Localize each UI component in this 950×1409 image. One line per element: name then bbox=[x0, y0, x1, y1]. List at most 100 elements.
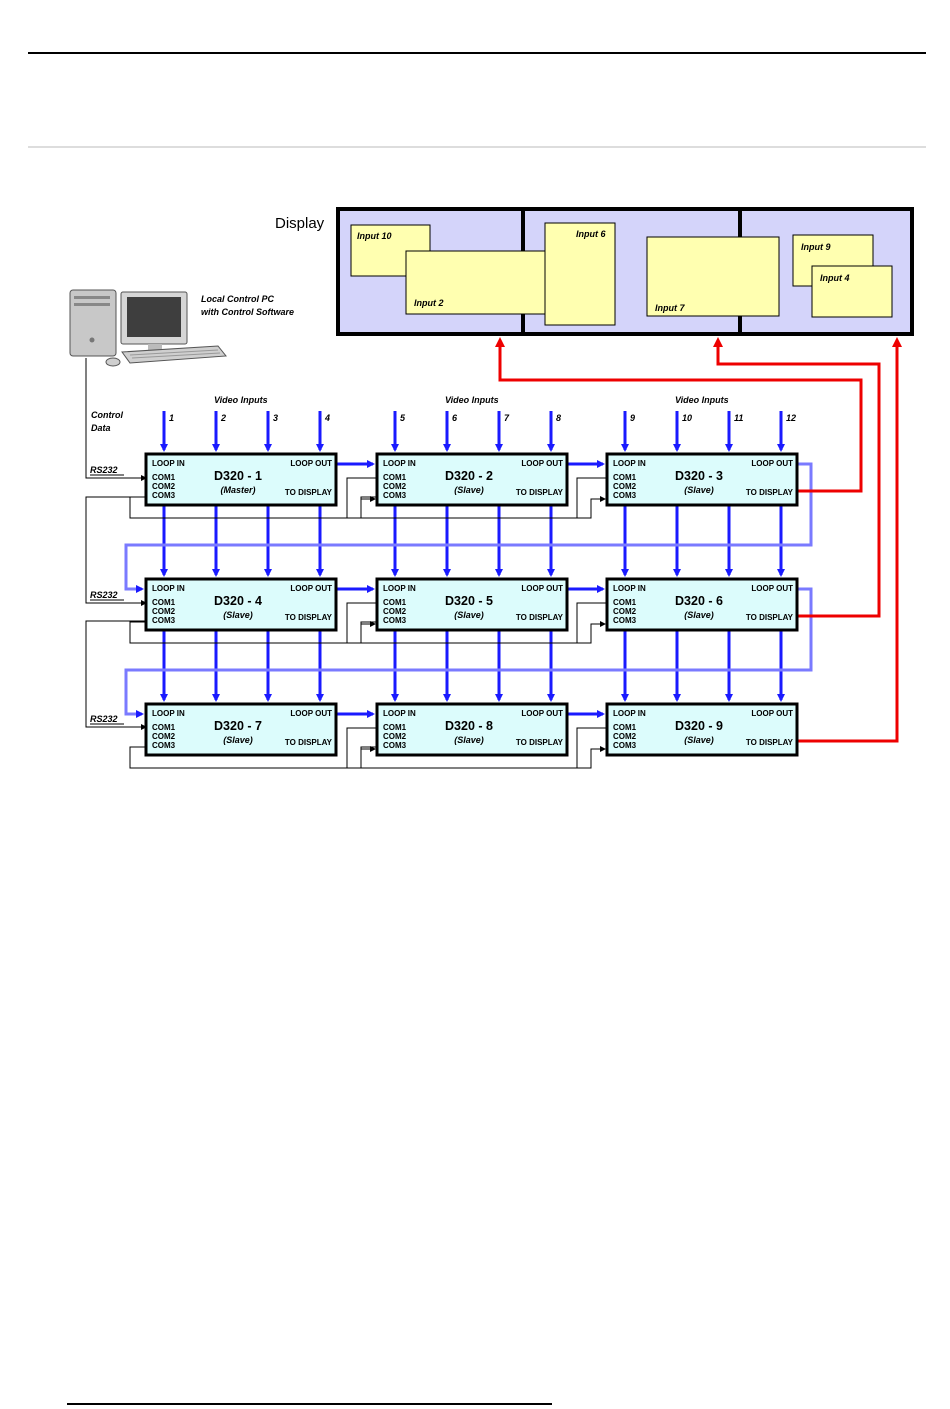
com-chain-link bbox=[576, 602, 607, 643]
loop-out-label: LOOP OUT bbox=[290, 459, 332, 468]
to-display-label: TO DISPLAY bbox=[516, 488, 564, 497]
rs232-cable-1-4 bbox=[85, 496, 147, 606]
loop-in-label: LOOP IN bbox=[613, 709, 646, 718]
com2-label: COM2 bbox=[152, 482, 176, 491]
com1-label: COM1 bbox=[383, 473, 407, 482]
com-chain-link bbox=[360, 746, 606, 769]
row-wrap-loop-link bbox=[124, 587, 813, 718]
loop-in-label: LOOP IN bbox=[613, 584, 646, 593]
com-chain-link bbox=[346, 727, 377, 768]
loop-in-label: LOOP IN bbox=[383, 459, 416, 468]
loop-out-label: LOOP OUT bbox=[290, 584, 332, 593]
com2-label: COM2 bbox=[613, 732, 637, 741]
control-data-line1: Control bbox=[91, 410, 123, 420]
com-chain-link bbox=[346, 602, 377, 643]
com3-label: COM3 bbox=[613, 616, 637, 625]
window-input-4 bbox=[811, 265, 893, 318]
rs232-label: RS232 bbox=[90, 465, 118, 475]
video-input-number: 10 bbox=[682, 413, 692, 423]
unit-box bbox=[605, 577, 799, 632]
com3-label: COM3 bbox=[613, 741, 637, 750]
window-input-7 bbox=[646, 236, 780, 317]
com2-label: COM2 bbox=[383, 607, 407, 616]
com-chain-link bbox=[576, 727, 607, 768]
window-input-6 bbox=[544, 222, 616, 326]
com2-label: COM2 bbox=[613, 482, 637, 491]
com1-label: COM1 bbox=[152, 598, 176, 607]
com1-label: COM1 bbox=[383, 598, 407, 607]
video-input-number: 3 bbox=[273, 413, 278, 423]
com1-label: COM1 bbox=[152, 473, 176, 482]
com2-label: COM2 bbox=[613, 607, 637, 616]
to-display-label: TO DISPLAY bbox=[746, 738, 794, 747]
com-chain-link bbox=[346, 477, 377, 518]
com3-label: COM3 bbox=[152, 616, 176, 625]
com-chain-link bbox=[360, 496, 606, 519]
video-inputs-label: Video Inputs bbox=[214, 395, 268, 405]
com1-label: COM1 bbox=[383, 723, 407, 732]
com-chain-link bbox=[576, 477, 607, 518]
video-input-number: 1 bbox=[169, 413, 174, 423]
unit-role: (Slave) bbox=[454, 485, 484, 495]
unit-name: D320 - 2 bbox=[445, 469, 493, 483]
unit-role: (Slave) bbox=[223, 735, 253, 745]
unit-box bbox=[605, 452, 799, 507]
com1-label: COM1 bbox=[613, 723, 637, 732]
loop-in-label: LOOP IN bbox=[152, 709, 185, 718]
unit-name: D320 - 9 bbox=[675, 719, 723, 733]
unit-name: D320 - 1 bbox=[214, 469, 262, 483]
loop-out-label: LOOP OUT bbox=[751, 709, 793, 718]
rs232-cable-pc bbox=[85, 358, 147, 481]
video-input-number: 7 bbox=[504, 413, 510, 423]
to-display-label: TO DISPLAY bbox=[516, 738, 564, 747]
unit-role: (Slave) bbox=[223, 610, 253, 620]
display-wall: Display Input 10 Input 2 Input 6 Input 7… bbox=[275, 207, 914, 336]
video-inputs-label: Video Inputs bbox=[675, 395, 729, 405]
display-feed-link bbox=[495, 337, 863, 493]
window-input-6-label: Input 6 bbox=[576, 229, 606, 239]
com3-label: COM3 bbox=[613, 491, 637, 500]
display-feed-link bbox=[713, 337, 881, 618]
com3-label: COM3 bbox=[383, 741, 407, 750]
com1-label: COM1 bbox=[152, 723, 176, 732]
unit-role: (Slave) bbox=[684, 735, 714, 745]
com1-label: COM1 bbox=[613, 598, 637, 607]
com2-label: COM2 bbox=[152, 607, 176, 616]
video-input-number: 8 bbox=[556, 413, 561, 423]
loop-in-label: LOOP IN bbox=[613, 459, 646, 468]
com-chain-link bbox=[129, 746, 376, 769]
unit-role: (Slave) bbox=[684, 485, 714, 495]
com2-label: COM2 bbox=[383, 732, 407, 741]
row-wrap-loop-link bbox=[124, 462, 813, 593]
rs232-cable-4-7 bbox=[85, 620, 147, 730]
com1-label: COM1 bbox=[613, 473, 637, 482]
loop-out-label: LOOP OUT bbox=[521, 459, 563, 468]
unit-name: D320 - 3 bbox=[675, 469, 723, 483]
window-input-10-label: Input 10 bbox=[357, 231, 392, 241]
com3-label: COM3 bbox=[383, 491, 407, 500]
loop-out-label: LOOP OUT bbox=[751, 584, 793, 593]
to-display-label: TO DISPLAY bbox=[746, 488, 794, 497]
com3-label: COM3 bbox=[152, 741, 176, 750]
unit-box bbox=[375, 702, 569, 757]
com2-label: COM2 bbox=[152, 732, 176, 741]
to-display-label: TO DISPLAY bbox=[285, 488, 333, 497]
loop-in-label: LOOP IN bbox=[152, 459, 185, 468]
loop-in-label: LOOP IN bbox=[152, 584, 185, 593]
video-input-number: 11 bbox=[734, 413, 743, 423]
window-input-7-label: Input 7 bbox=[655, 303, 685, 313]
unit-role: (Slave) bbox=[454, 610, 484, 620]
com3-label: COM3 bbox=[152, 491, 176, 500]
window-input-9-label: Input 9 bbox=[801, 242, 831, 252]
loop-out-label: LOOP OUT bbox=[521, 709, 563, 718]
loop-out-label: LOOP OUT bbox=[521, 584, 563, 593]
